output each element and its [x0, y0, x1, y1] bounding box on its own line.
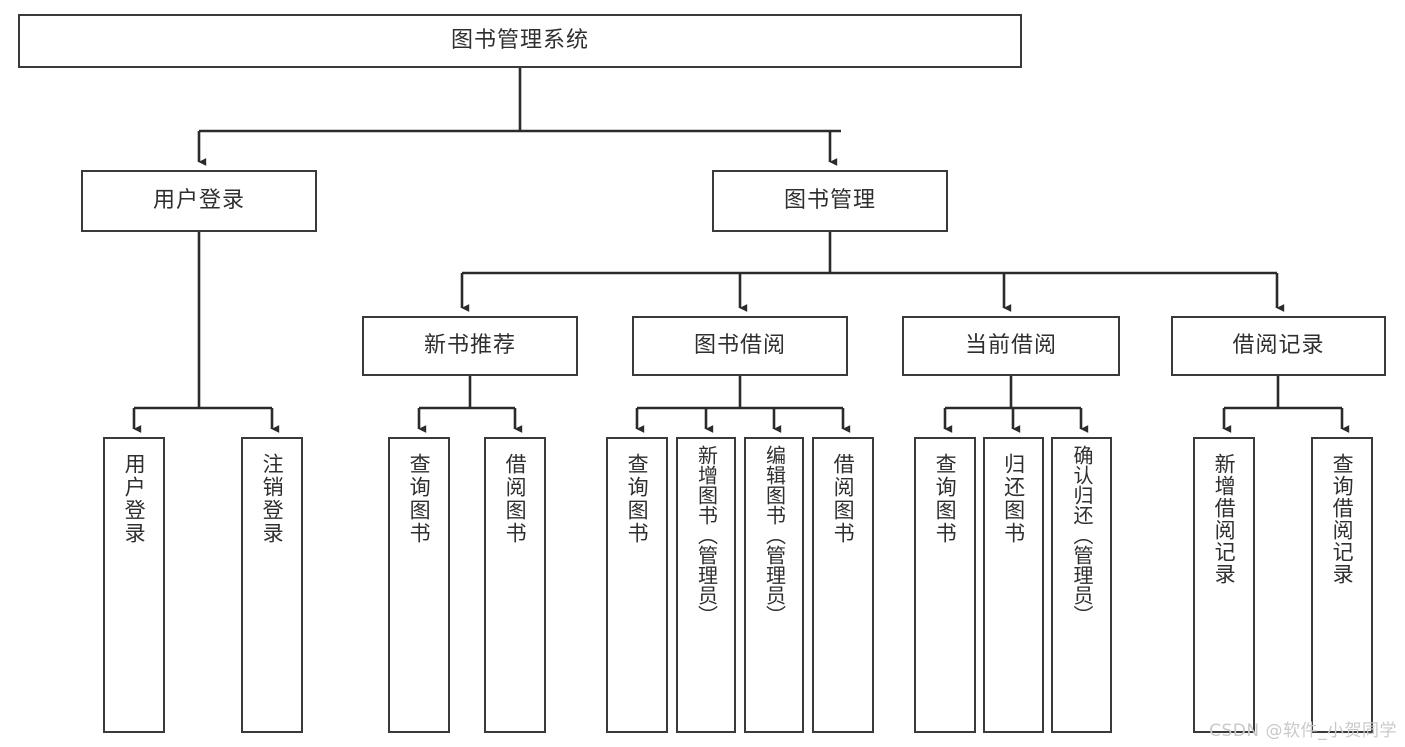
leaf-query-book-current-label: 查询图书 — [933, 453, 958, 545]
node-borrow-record-label: 借阅记录 — [1232, 332, 1325, 358]
leaf-user-login-label: 用户登录 — [122, 453, 147, 545]
node-user-login-label: 用户登录 — [152, 187, 245, 213]
leaf-query-borrow-record[interactable]: 查询借阅记录 — [1311, 437, 1373, 733]
leaf-query-book-newbook[interactable]: 查询图书 — [388, 437, 450, 733]
leaf-borrow-book-newbook[interactable]: 借阅图书 — [484, 437, 546, 733]
node-current-borrow[interactable]: 当前借阅 — [902, 316, 1120, 376]
leaf-confirm-return-admin-label: 确认归还（管理员） — [1070, 445, 1094, 625]
node-new-book-recommend-label: 新书推荐 — [423, 332, 516, 358]
leaf-query-book-borrow-label: 查询图书 — [625, 453, 650, 545]
node-root-label: 图书管理系统 — [450, 27, 589, 53]
leaf-query-book-current[interactable]: 查询图书 — [914, 437, 976, 733]
node-book-management-label: 图书管理 — [783, 187, 876, 213]
leaf-return-book[interactable]: 归还图书 — [983, 437, 1044, 733]
node-new-book-recommend[interactable]: 新书推荐 — [362, 316, 578, 376]
leaf-query-book-newbook-label: 查询图书 — [407, 453, 432, 545]
watermark-text: CSDN @软件_小贺同学 — [1209, 721, 1397, 741]
leaf-logout-login[interactable]: 注销登录 — [241, 437, 303, 733]
leaf-edit-book-admin-label: 编辑图书（管理员） — [762, 445, 787, 625]
node-user-login[interactable]: 用户登录 — [81, 170, 317, 232]
leaf-add-borrow-record[interactable]: 新增借阅记录 — [1193, 437, 1255, 733]
node-book-borrow-label: 图书借阅 — [693, 332, 786, 358]
leaf-borrow-book[interactable]: 借阅图书 — [812, 437, 874, 733]
leaf-query-borrow-record-label: 查询借阅记录 — [1330, 453, 1355, 585]
node-current-borrow-label: 当前借阅 — [964, 332, 1057, 358]
leaf-add-book-admin[interactable]: 新增图书（管理员） — [676, 437, 736, 733]
leaf-edit-book-admin[interactable]: 编辑图书（管理员） — [744, 437, 804, 733]
leaf-borrow-book-label: 借阅图书 — [831, 453, 856, 545]
node-book-management[interactable]: 图书管理 — [712, 170, 948, 232]
leaf-add-borrow-record-label: 新增借阅记录 — [1212, 453, 1237, 585]
leaf-query-book-borrow[interactable]: 查询图书 — [606, 437, 668, 733]
leaf-add-book-admin-label: 新增图书（管理员） — [694, 445, 719, 625]
leaf-user-login[interactable]: 用户登录 — [103, 437, 165, 733]
node-root[interactable]: 图书管理系统 — [18, 14, 1022, 68]
leaf-logout-login-label: 注销登录 — [260, 453, 285, 545]
leaf-borrow-book-newbook-label: 借阅图书 — [503, 453, 528, 545]
node-borrow-record[interactable]: 借阅记录 — [1171, 316, 1386, 376]
leaf-return-book-label: 归还图书 — [1001, 453, 1026, 545]
node-book-borrow[interactable]: 图书借阅 — [632, 316, 848, 376]
leaf-confirm-return-admin[interactable]: 确认归还（管理员） — [1051, 437, 1112, 733]
